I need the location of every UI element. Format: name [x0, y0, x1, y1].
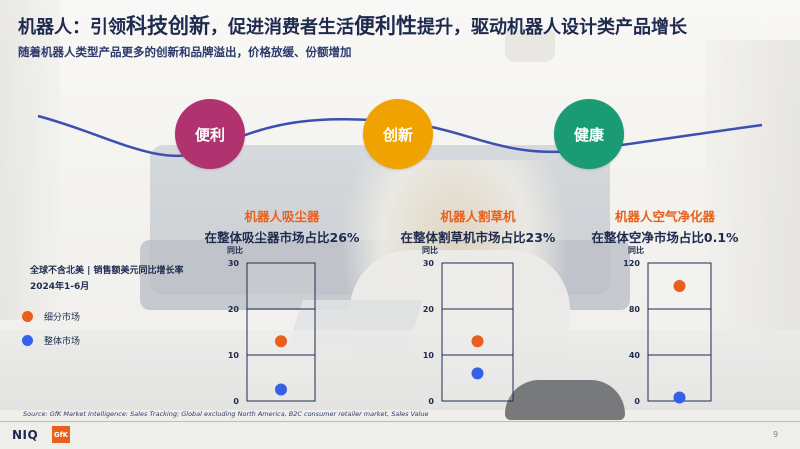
page-title: 机器人：引领科技创新，促进消费者生活便利性提升，驱动机器人设计类产品增长	[18, 10, 687, 40]
y-axis-label: 同比	[422, 245, 438, 255]
y-tick-label: 40	[629, 351, 641, 360]
title-part-2: 科技创新	[126, 14, 210, 38]
block-title: 机器人割草机	[440, 209, 516, 224]
page-subtitle: 随着机器人类型产品更多的创新和品牌溢出，价格放缓、份额增加	[18, 45, 352, 59]
data-point-segment	[275, 335, 287, 348]
chart-frame	[246, 262, 316, 402]
legend-dot-segment	[22, 311, 33, 322]
y-tick-label: 30	[228, 259, 240, 268]
data-point-segment	[471, 335, 484, 348]
y-tick-label: 20	[228, 305, 240, 314]
block-share: 在整体吸尘器市场占比26%	[204, 230, 360, 245]
y-tick-label: 30	[423, 259, 435, 268]
block-heading-purifier: 机器人空气净化器 在整体空净市场占比0.1%	[565, 206, 765, 246]
title-part-5: 提升，驱动机器人设计类产品增长	[417, 17, 687, 38]
footer-divider	[0, 421, 800, 422]
source-note: Source: GfK Market Intelligence: Sales T…	[23, 410, 429, 418]
title-part-4: 便利性	[354, 14, 417, 38]
data-point-overall	[673, 391, 686, 404]
block-title: 机器人吸尘器	[244, 209, 320, 224]
legend-label: 整体市场	[44, 337, 81, 347]
block-title: 机器人空气净化器	[614, 209, 715, 224]
background-robot-vacuum	[505, 380, 625, 420]
legend-dot-overall	[22, 335, 33, 346]
circle-label: 创新	[382, 125, 413, 144]
y-axis-label: 同比	[628, 245, 644, 255]
circle-health: 健康	[554, 99, 624, 169]
data-point-segment	[673, 280, 686, 292]
data-point-overall	[471, 367, 484, 380]
y-tick-label: 0	[233, 397, 239, 406]
circle-label: 便利	[194, 125, 225, 144]
background-lamp	[505, 30, 555, 62]
background-shelf-left	[0, 0, 60, 320]
block-heading-vacuum: 机器人吸尘器 在整体吸尘器市场占比26%	[182, 206, 382, 246]
circle-label: 健康	[573, 125, 604, 144]
y-axis-label: 同比	[227, 245, 243, 255]
y-tick-label: 20	[423, 305, 435, 314]
chart-frame	[441, 262, 514, 402]
legend-item-segment: 细分市场	[22, 310, 80, 323]
period-label: 2024年1-6月	[30, 282, 90, 292]
niq-logo: NIQ	[12, 428, 39, 442]
block-share: 在整体空净市场占比0.1%	[591, 230, 739, 245]
region-metric-label: 全球不含北美 | 销售额美元同比增长率	[30, 266, 184, 276]
y-tick-label: 0	[634, 397, 640, 406]
gfk-logo: GfK	[52, 426, 70, 443]
title-part-1: 机器人：引领	[18, 17, 126, 38]
y-tick-label: 80	[629, 305, 641, 314]
y-tick-label: 10	[423, 351, 435, 360]
legend-item-overall: 整体市场	[22, 334, 80, 347]
y-tick-label: 10	[228, 351, 240, 360]
block-heading-mower: 机器人割草机 在整体割草机市场占比23%	[378, 206, 578, 246]
background-shelf-right	[705, 40, 800, 340]
circle-innovation: 创新	[363, 99, 433, 169]
title-part-3: ，促进消费者生活	[210, 17, 354, 38]
legend-label: 细分市场	[44, 313, 81, 323]
page-number: 9	[773, 430, 779, 439]
y-tick-label: 0	[428, 397, 434, 406]
background-rug	[0, 330, 800, 410]
y-tick-label: 120	[623, 259, 640, 268]
circle-convenience: 便利	[175, 99, 245, 169]
block-share: 在整体割草机市场占比23%	[400, 230, 556, 245]
data-point-overall	[275, 383, 287, 396]
